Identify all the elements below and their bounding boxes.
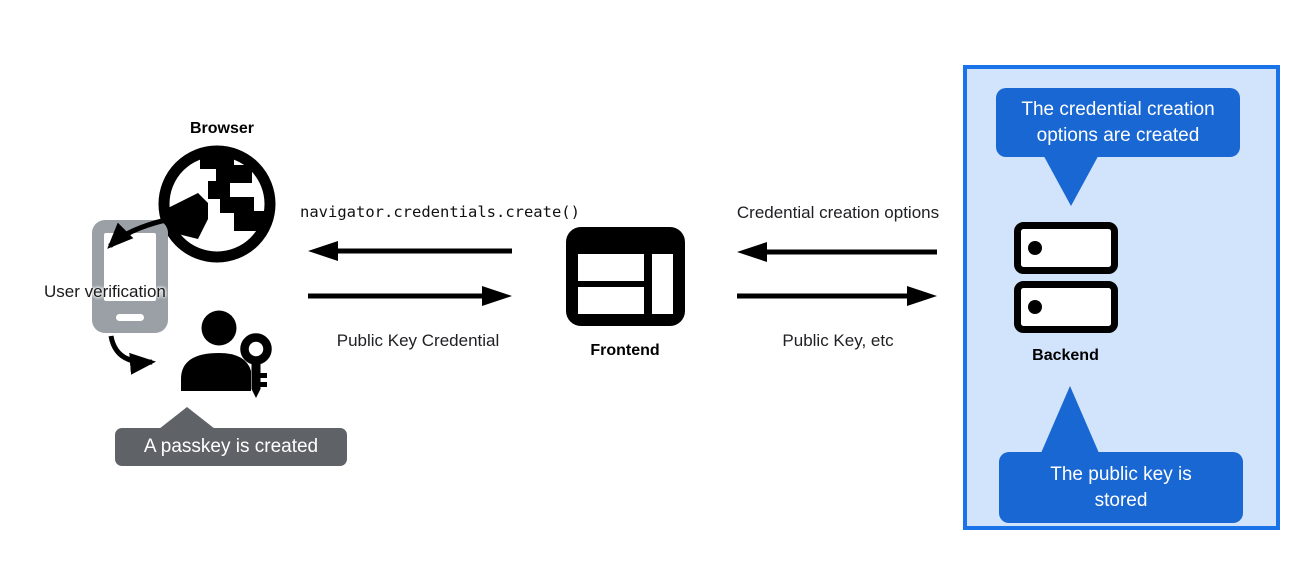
passkey-tooltip: A passkey is created <box>115 428 347 466</box>
backend-label: Backend <box>1032 347 1099 364</box>
public-key-credential-label: Public Key Credential <box>336 331 500 350</box>
user-verification-label: User verification <box>44 282 166 301</box>
backend-top-tooltip: The credential creation options are crea… <box>996 88 1240 158</box>
backend-bottom-tooltip: The public key is stored <box>999 452 1243 524</box>
frontend-label: Frontend <box>590 342 660 359</box>
browser-window-icon <box>566 227 685 326</box>
backend-bottom-tooltip-pointer <box>1041 386 1099 453</box>
public-key-etc-label: Public Key, etc <box>782 331 894 350</box>
frontend-to-backend-arrow <box>737 286 937 306</box>
credential-creation-options-label: Credential creation options <box>736 203 940 222</box>
navigator-credentials-create-label: navigator.credentials.create() <box>300 203 580 221</box>
backend-to-frontend-arrow <box>737 242 937 262</box>
browser-label: Browser <box>189 120 255 137</box>
passkey-tooltip-pointer <box>159 407 215 429</box>
person-with-key-icon <box>181 310 272 398</box>
frontend-to-browser-arrow <box>308 241 512 261</box>
phone-homebar <box>116 314 144 321</box>
backend-top-tooltip-pointer <box>1040 149 1102 206</box>
phone-to-person-arrow <box>108 335 156 375</box>
globe-icon <box>158 145 276 263</box>
phone-icon <box>92 220 168 333</box>
browser-to-frontend-arrow <box>308 286 512 306</box>
server-stack-icon <box>1014 222 1118 333</box>
